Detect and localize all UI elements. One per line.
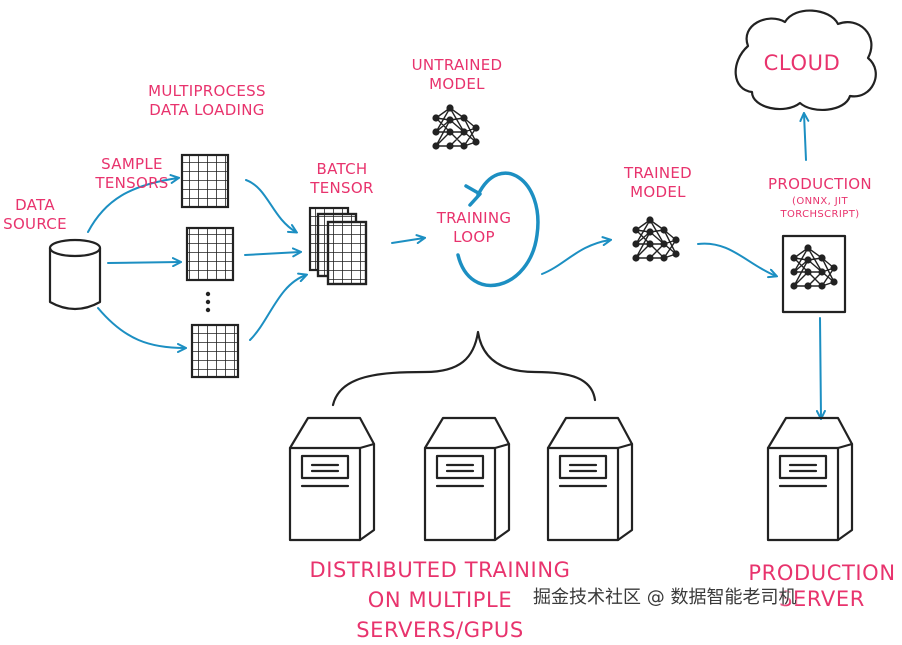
training-loop-arrow-icon — [456, 171, 540, 288]
ellipsis-dots-icon — [205, 291, 211, 313]
production-server-label: PRODUCTION SERVER — [748, 561, 896, 611]
diagram-canvas — [48, 9, 877, 542]
untrained-model-network-icon — [431, 103, 481, 151]
trained-model-network-icon — [631, 215, 681, 263]
watermark-text: 掘金技术社区 @ 数据智能老司机 — [533, 587, 797, 608]
training-server-icon — [546, 416, 634, 542]
production-formats-label: (ONNX, JIT TORCHSCRIPT) — [780, 196, 860, 220]
batch-tensor-label: BATCH TENSOR — [310, 160, 374, 197]
cloud-icon — [734, 9, 877, 111]
training-server-icon — [423, 416, 511, 542]
data-source-label: DATA SOURCE — [3, 196, 67, 233]
sample-tensors-label: SAMPLE TENSORS — [95, 155, 169, 192]
training-loop-label: TRAINING LOOP — [436, 209, 512, 246]
flow-arrows — [87, 114, 821, 418]
sample-tensor-grid-icon — [185, 226, 235, 282]
brace-icon — [331, 330, 597, 407]
cloud-label: CLOUD — [763, 51, 841, 75]
training-server-icon — [288, 416, 376, 542]
data-source-cylinder-icon — [48, 238, 102, 311]
multiprocess-data-loading-label: MULTIPROCESS DATA LOADING — [148, 82, 266, 119]
trained-model-label: TRAINED MODEL — [623, 164, 692, 201]
untrained-model-label: UNTRAINED MODEL — [411, 56, 503, 93]
sample-tensor-grid-icon — [180, 153, 230, 209]
production-label: PRODUCTION — [768, 175, 872, 193]
batch-tensor-stack-icon — [308, 206, 368, 286]
sample-tensor-grid-icon — [190, 323, 240, 379]
production-model-card-icon — [781, 234, 847, 314]
production-server-icon — [766, 416, 854, 542]
